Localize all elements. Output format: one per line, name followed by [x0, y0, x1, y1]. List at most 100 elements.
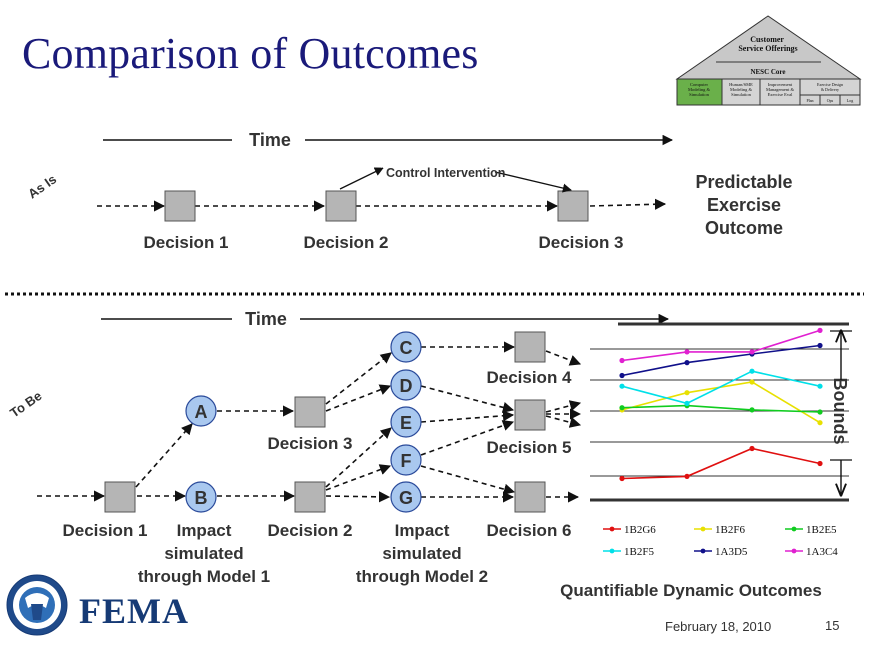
svg-text:D: D [400, 376, 413, 396]
legend-label-1B2E5: 1B2E5 [806, 524, 837, 536]
legend-label-1B2F6: 1B2F6 [715, 524, 745, 536]
node-b: B [185, 481, 217, 513]
svg-text:G: G [399, 488, 413, 508]
node-d: D [390, 369, 422, 401]
svg-text:B: B [195, 488, 208, 508]
series-line-1A3C4 [621, 329, 821, 362]
to-be-label: To Be [7, 388, 44, 420]
fema-logo-text: FEMA [79, 591, 189, 631]
node-g: G [390, 481, 422, 513]
data-point-1A3C4 [684, 349, 690, 355]
decision-label-to-be-5: Decision 5 [486, 438, 571, 457]
svg-text:E: E [400, 413, 412, 433]
data-point-1B2G6 [749, 445, 755, 452]
pyramid-cell-improvement [759, 78, 801, 106]
decision-label-to-be-6: Decision 6 [486, 521, 571, 540]
decision-box-to-be-3 [294, 396, 326, 428]
series-line-1B2F5 [621, 370, 821, 405]
chart-legend: 1B2G6 1B2F6 1B2E5 1B2F5 1A3D5 1A3C4 [603, 524, 838, 558]
series-line-1B2F6 [621, 381, 821, 424]
data-point-1A3C4 [619, 357, 625, 364]
svg-text:Plan: Plan [806, 98, 813, 103]
svg-text:Exercise Design& Delivery: Exercise Design& Delivery [817, 82, 843, 92]
outcome-line-1: Predictable [695, 172, 792, 192]
impact2-line-2: simulated [382, 544, 461, 563]
decision-box-to-be-1 [104, 481, 136, 513]
decision-label-as-is-2: Decision 2 [303, 233, 388, 252]
data-point-1A3D5 [817, 342, 823, 349]
node-f: F [390, 444, 422, 476]
legend-label-1B2G6: 1B2G6 [624, 524, 656, 536]
pyramid-top-label: Customer Service Offerings [738, 35, 797, 53]
page-title: Comparison of Outcomes [22, 29, 479, 78]
decision-label-to-be-4: Decision 4 [486, 368, 572, 387]
impact2-line-1: Impact [395, 521, 450, 540]
legend-marker-1B2F5 [609, 548, 615, 554]
svg-text:Ops: Ops [827, 98, 834, 103]
data-point-1B2E5 [619, 405, 625, 411]
impact2-line-3: through Model 2 [356, 567, 488, 586]
decision-box-as-is-3 [557, 190, 589, 222]
nesc-pyramid-logo: Customer Service Offerings NESC Core Com… [675, 15, 862, 106]
data-point-1A3C4 [749, 349, 755, 355]
data-point-1B2E5 [817, 409, 823, 415]
impact1-line-1: Impact [177, 521, 232, 540]
as-is-section: As Is Time Control Intervention Decision… [25, 130, 792, 252]
pyramid-middle-label: NESC Core [750, 68, 785, 76]
svg-text:Log: Log [847, 98, 853, 103]
data-point-1A3D5 [684, 360, 690, 366]
data-point-1B2G6 [684, 473, 690, 479]
svg-text:A: A [195, 402, 208, 422]
decision-box-to-be-4 [514, 331, 546, 363]
bounds-label: Bounds [830, 378, 850, 445]
svg-text:F: F [401, 451, 412, 471]
decision-label-to-be-3: Decision 3 [267, 434, 352, 453]
outcome-line-2: Exercise [707, 195, 781, 215]
legend-marker-1B2F6 [700, 526, 706, 532]
svg-text:C: C [400, 338, 413, 358]
decision-box-as-is-2 [325, 190, 357, 222]
data-point-1B2F6 [749, 379, 755, 385]
decision-label-to-be-1: Decision 1 [62, 521, 147, 540]
data-point-1B2G6 [619, 475, 625, 482]
data-point-1A3C4 [817, 327, 823, 333]
legend-marker-1A3C4 [791, 548, 797, 554]
decision-label-as-is-1: Decision 1 [143, 233, 228, 252]
outcome-line-3: Outcome [705, 218, 783, 238]
legend-label-1A3D5: 1A3D5 [715, 546, 748, 558]
to-be-section: To Be Time [7, 309, 670, 586]
data-point-1B2F6 [817, 420, 823, 426]
dhs-seal-logo [6, 574, 68, 636]
data-point-1B2F5 [749, 368, 755, 374]
legend-marker-1B2E5 [791, 526, 797, 532]
data-point-1B2G6 [817, 460, 823, 467]
legend-label-1B2F5: 1B2F5 [624, 546, 654, 558]
legend-label-1A3C4: 1A3C4 [806, 546, 838, 558]
outcomes-chart: Bounds 1B2G6 1B2F6 1B2E5 1B2F5 1A3D5 1A3C4 Qu… [560, 322, 852, 600]
time-label-to-be: Time [245, 309, 287, 329]
series-line-1B2G6 [621, 447, 821, 480]
data-point-1A3D5 [619, 372, 625, 379]
decision-box-as-is-1 [164, 190, 196, 222]
as-is-label: As Is [25, 171, 59, 201]
node-c: C [390, 331, 422, 363]
decision-label-to-be-2: Decision 2 [267, 521, 352, 540]
impact1-line-3: through Model 1 [138, 567, 270, 586]
series-line-1A3D5 [621, 344, 821, 377]
node-e: E [390, 406, 422, 438]
decision-box-to-be-2 [294, 481, 326, 513]
data-point-1B2F5 [817, 383, 823, 389]
series-line-1B2E5 [621, 404, 821, 413]
control-intervention-label: Control Intervention [386, 166, 505, 180]
time-label-as-is: Time [249, 130, 291, 150]
decision-box-to-be-5 [514, 399, 546, 431]
data-point-1B2F6 [684, 390, 690, 396]
decision-label-as-is-3: Decision 3 [538, 233, 623, 252]
node-a: A [185, 395, 217, 427]
outcomes-caption: Quantifiable Dynamic Outcomes [560, 581, 822, 600]
data-point-1B2E5 [749, 407, 755, 413]
